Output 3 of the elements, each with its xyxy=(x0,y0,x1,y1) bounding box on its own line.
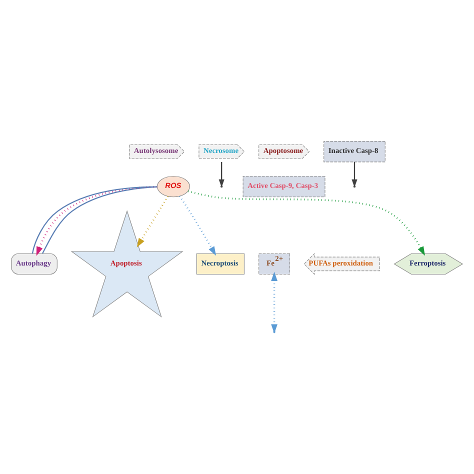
arrow xyxy=(178,196,216,256)
arrow xyxy=(188,190,425,256)
arrow xyxy=(136,196,169,248)
